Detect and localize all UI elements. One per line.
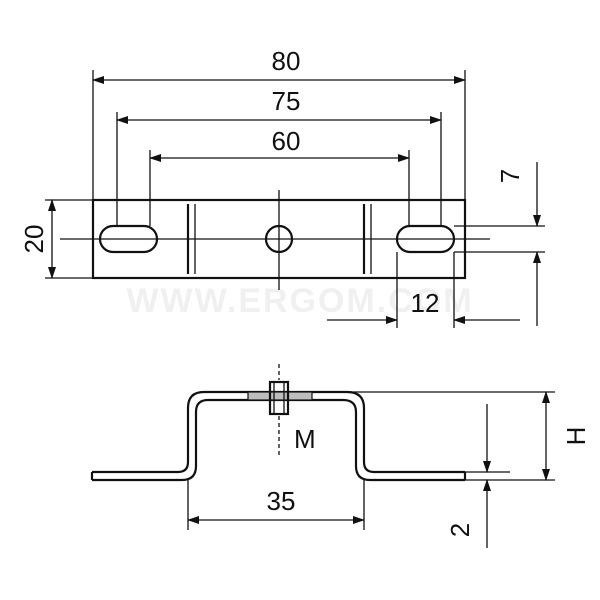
watermark-text: WWW.ERGOM.COM (126, 282, 473, 320)
left-slot (98, 224, 159, 254)
dim-thickness-label: 2 (445, 523, 475, 537)
bend-line-left (186, 204, 196, 274)
dim-total-length-label: 80 (272, 46, 301, 76)
dim-bend-spacing-label: 35 (267, 486, 296, 516)
dim-slot-outer-span-label: 75 (272, 86, 301, 116)
dim-height-label: H (561, 427, 591, 446)
weld-nut (247, 380, 313, 416)
thread-label: M (294, 424, 316, 454)
right-slot (395, 224, 456, 254)
dim-width-label: 20 (19, 225, 49, 254)
dim-slot-inner-span-label: 60 (272, 126, 301, 156)
side-view: M 35 H 2 (90, 364, 591, 548)
bend-line-right (362, 204, 372, 274)
top-view: 80 75 60 20 7 12 (19, 46, 545, 328)
dim-slot-length-label: 12 (411, 288, 440, 318)
dim-slot-width-label: 7 (495, 169, 525, 183)
